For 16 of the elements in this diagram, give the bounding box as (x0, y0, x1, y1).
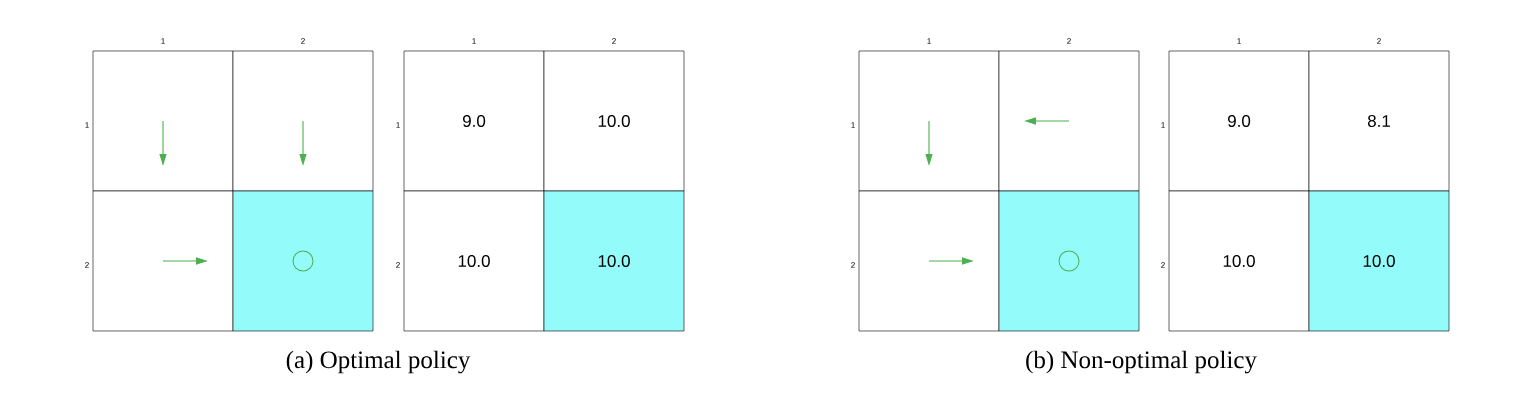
grid-cell: 10.0 (543, 50, 685, 192)
grid-cell: 9.0 (403, 50, 545, 192)
grid-cell: 9.0 (1168, 50, 1310, 192)
grid-cell: 8.1 (1308, 50, 1450, 192)
grid-cell (232, 190, 374, 332)
goal-circle (292, 250, 314, 272)
grid-cell: 10.0 (543, 190, 685, 332)
grid-cell (998, 190, 1140, 332)
goal-circle (1058, 250, 1080, 272)
grid-cell: 10.0 (403, 190, 545, 332)
subfigure-caption: (b) Non-optimal policy (1026, 350, 1257, 374)
grid-cell: 10.0 (1308, 190, 1450, 332)
grid-cell: 10.0 (1168, 190, 1310, 332)
subfigure-caption: (a) Optimal policy (286, 350, 471, 374)
row-number: 1 (1161, 122, 1165, 128)
row-number: 1 (396, 122, 400, 128)
